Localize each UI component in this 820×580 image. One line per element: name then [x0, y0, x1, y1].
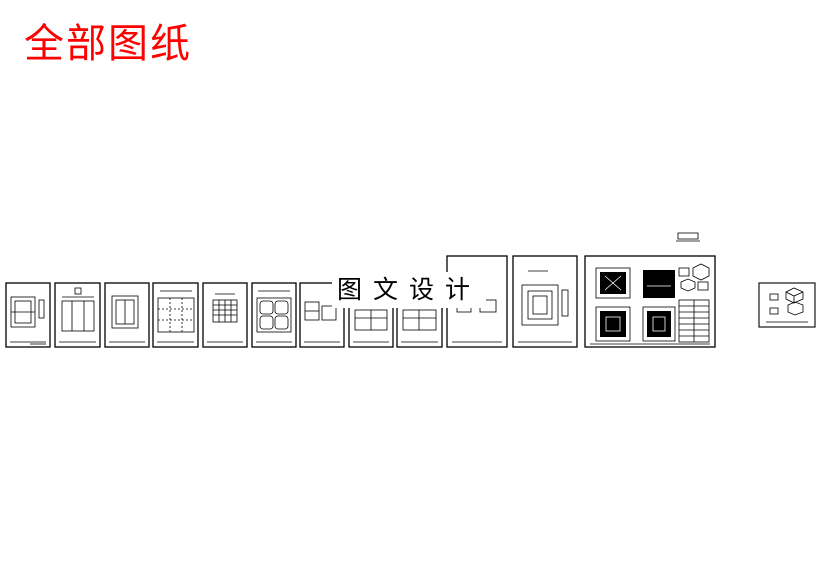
drawing-sheet-8[interactable]	[348, 282, 394, 348]
drawing-sheet-5[interactable]	[202, 282, 248, 348]
watermark-text: 图文设计	[332, 272, 486, 308]
page-title: 全部图纸	[24, 21, 192, 67]
drawing-sheet-2[interactable]	[54, 282, 101, 348]
drawing-sheet-11[interactable]	[512, 255, 578, 348]
drawing-sheet-3[interactable]	[104, 282, 150, 348]
drawing-sheet-1[interactable]	[5, 282, 51, 348]
drawing-sheet-6[interactable]	[251, 282, 297, 348]
drawing-sheet-7[interactable]	[299, 282, 345, 348]
drawing-sheet-thumbnail[interactable]	[758, 282, 816, 328]
drawing-sheet-12[interactable]	[584, 232, 716, 348]
drawing-sheet-4[interactable]	[152, 282, 199, 348]
